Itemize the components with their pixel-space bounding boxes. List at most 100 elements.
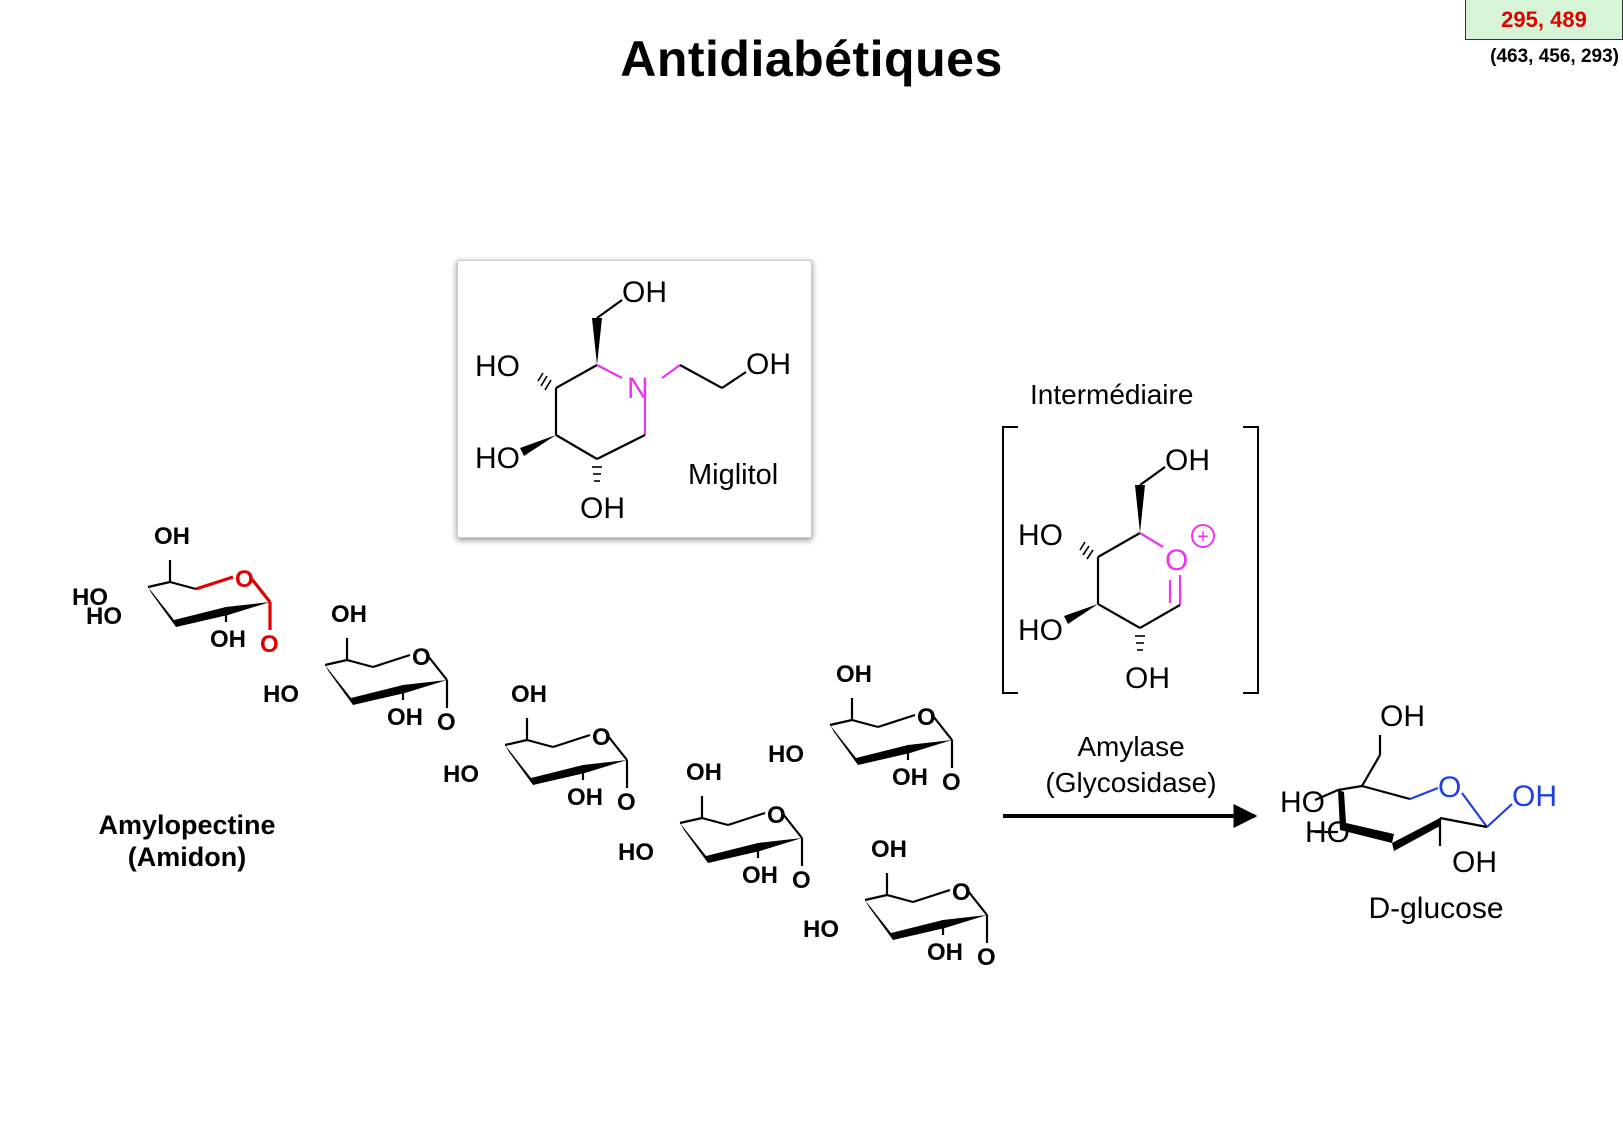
ring-bond — [147, 580, 171, 589]
page-reference-secondary: (463, 456, 293) — [1490, 46, 1619, 67]
unit-glycosidic-o: O — [977, 944, 996, 971]
ring-bond — [607, 735, 628, 761]
miglitol-name: Miglitol — [688, 459, 778, 491]
ring-front-edge — [830, 725, 952, 765]
ring-bond — [932, 715, 953, 741]
ring-bond — [552, 733, 591, 749]
page-title: Antidiabétiques — [620, 31, 1003, 87]
unit-ho: HO — [768, 741, 804, 768]
ring-bond — [526, 738, 554, 749]
intermediate-oh-bottom: OH — [1125, 662, 1170, 695]
unit-oh: OH — [387, 704, 423, 731]
unit-glycosidic-o: O — [792, 867, 811, 894]
ring-bond — [701, 816, 729, 827]
unit-ho: HO — [263, 681, 299, 708]
miglitol-oh-chain: OH — [746, 348, 791, 381]
unit-oh-top: OH — [871, 836, 907, 863]
glucose-unit-6 — [864, 873, 989, 943]
glucose-unit-1 — [147, 560, 272, 630]
intermediate-wedge-ho — [1064, 604, 1098, 624]
glucose-structure — [1314, 735, 1513, 846]
ring-front-edge — [865, 900, 987, 940]
glucose-unit-4 — [679, 796, 804, 866]
glucose-unit-3 — [504, 718, 629, 788]
ring-bond — [886, 893, 914, 904]
unit-oh-top: OH — [836, 661, 872, 688]
miglitol-ho-upper: HO — [475, 350, 520, 383]
unit-ho: HO — [443, 761, 479, 788]
ring-bond — [346, 658, 374, 669]
unit-oh: OH — [742, 862, 778, 889]
unit-oh-top: OH — [154, 523, 190, 550]
miglitol-ho-lower: HO — [475, 442, 520, 475]
unit-ring-o: O — [235, 566, 254, 593]
glucose-ring-o: O — [1438, 771, 1461, 804]
unit-ho-extra: HO — [72, 584, 108, 611]
ring-bond — [851, 718, 879, 729]
ring-bond — [195, 575, 234, 591]
glucose-ho-lower: HO — [1305, 816, 1350, 849]
ring-bond — [877, 713, 916, 729]
intermediate-charge: + — [1197, 526, 1209, 548]
intermediate-name: Intermédiaire — [1030, 379, 1193, 410]
unit-oh-top: OH — [331, 601, 367, 628]
unit-oh: OH — [567, 784, 603, 811]
enzyme-label: Amylase — [1077, 731, 1184, 762]
glucose-unit-5 — [829, 698, 954, 768]
unit-ho: HO — [803, 916, 839, 943]
glucose-oh-top: OH — [1380, 700, 1425, 733]
ring-bond — [829, 718, 853, 727]
unit-ring-o: O — [952, 879, 971, 906]
unit-oh: OH — [892, 764, 928, 791]
ring-bond — [679, 816, 703, 825]
ring-front-edge — [505, 745, 627, 785]
ring-bond — [782, 813, 803, 839]
unit-oh-top: OH — [511, 681, 547, 708]
ring-bond — [912, 888, 951, 904]
unit-ring-o: O — [412, 644, 431, 671]
ring-front-edge — [325, 665, 447, 705]
miglitol-wedge-ch2oh — [592, 318, 602, 365]
miglitol-structure — [537, 299, 747, 482]
unit-ring-o: O — [592, 724, 611, 751]
enzyme-class-label: (Glycosidase) — [1045, 767, 1216, 798]
glucose-ring-front-right-icon — [1392, 818, 1440, 851]
unit-ho: HO — [618, 839, 654, 866]
ring-bond — [967, 890, 988, 916]
ring-bond — [727, 811, 766, 827]
unit-ring-o: O — [767, 802, 786, 829]
unit-ho: HO — [86, 603, 122, 630]
miglitol-oh-top: OH — [622, 276, 667, 309]
miglitol-wedge-ho — [520, 435, 556, 456]
glucose-unit-2 — [324, 638, 449, 708]
intermediate-ho-upper: HO — [1018, 519, 1063, 552]
intermediate-ho-lower: HO — [1018, 614, 1063, 647]
ring-bond — [249, 577, 272, 603]
unit-glycosidic-o: O — [260, 631, 279, 658]
glucose-oh-bottom: OH — [1452, 846, 1497, 879]
unit-oh-top: OH — [686, 759, 722, 786]
ring-front-edge — [148, 587, 270, 627]
intermediate-o-plus: O — [1165, 544, 1188, 577]
ring-bond — [864, 893, 888, 902]
unit-glycosidic-o: O — [617, 789, 636, 816]
miglitol-box — [457, 260, 812, 538]
intermediate-oh-top: OH — [1165, 444, 1210, 477]
intermediate-wedge-ch2oh — [1135, 485, 1145, 533]
glucose-ho-upper: HO — [1280, 786, 1325, 819]
unit-glycosidic-o: O — [437, 709, 456, 736]
intermediate-structure — [1079, 466, 1182, 651]
ring-bond — [324, 658, 348, 667]
positive-charge-icon — [1191, 524, 1215, 548]
unit-ring-o: O — [917, 704, 936, 731]
amylopectin-subname: (Amidon) — [128, 842, 246, 872]
amylopectin-name: Amylopectine — [98, 810, 275, 840]
ring-bond — [372, 653, 411, 669]
glucose-oh-anomeric: OH — [1512, 780, 1557, 813]
glucose-ring-front-icon — [1338, 790, 1394, 843]
intermediate-brackets — [1002, 426, 1259, 694]
unit-glycosidic-o: O — [942, 769, 961, 796]
miglitol-n: N — [627, 372, 649, 405]
